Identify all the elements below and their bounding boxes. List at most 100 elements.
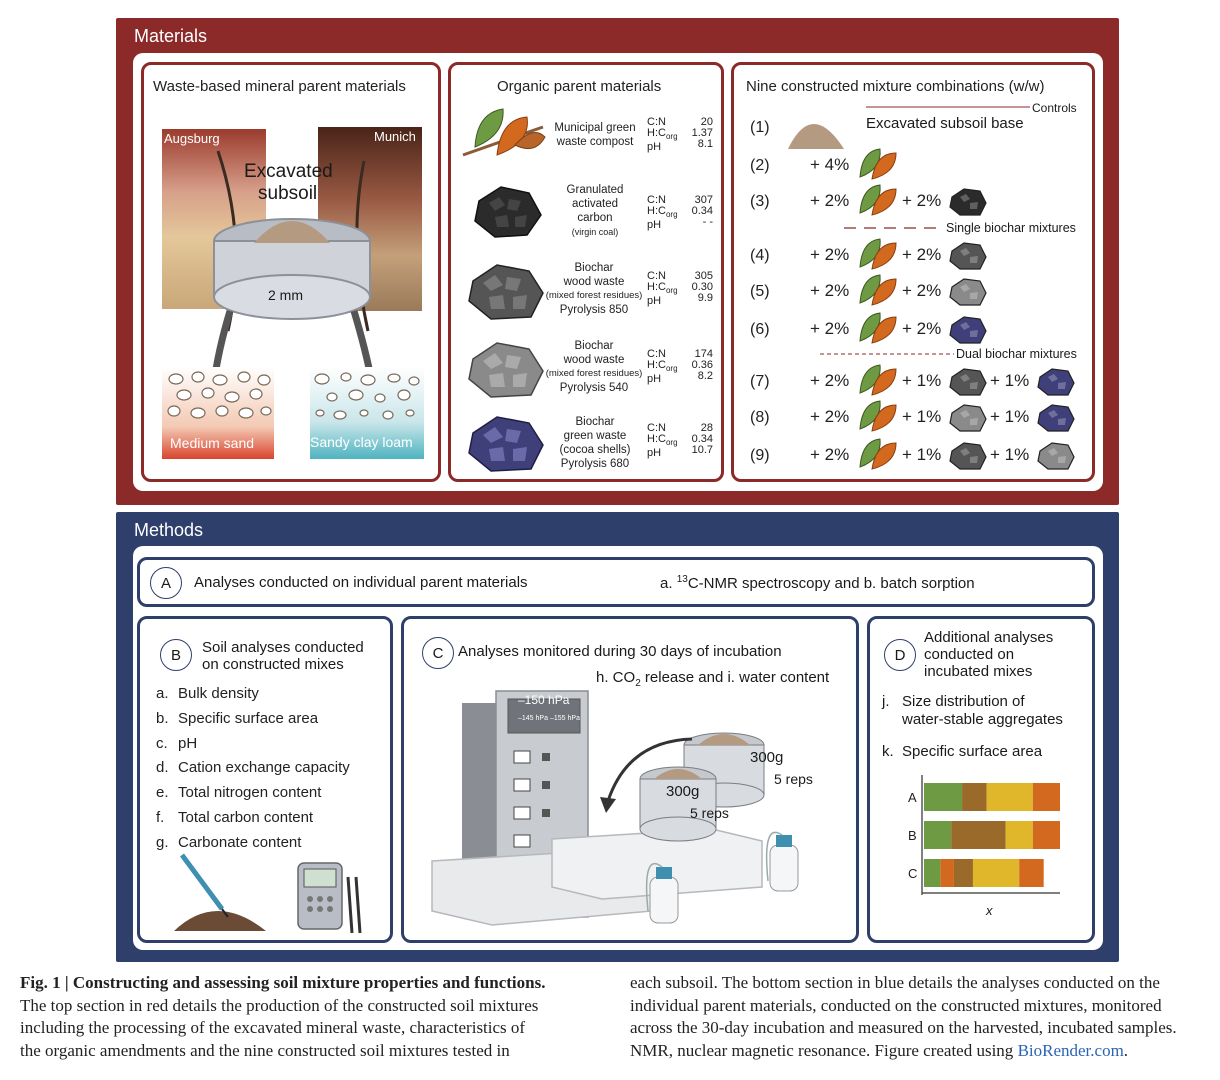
mixture-row-5-number: (5)	[750, 283, 770, 300]
dual-biochar-label: Dual biochar mixtures	[956, 347, 1077, 361]
bar-label: C	[908, 866, 917, 881]
compost-leaves-icon	[859, 238, 897, 270]
panel-a-analyses: a. 13C-NMR spectroscopy and b. batch sor…	[660, 574, 975, 592]
compost-leaves-icon	[859, 364, 897, 396]
excavated-label-line2: subsoil	[258, 183, 318, 204]
can1-mass: 300g	[750, 749, 784, 766]
panel-b-item: pH	[178, 734, 198, 752]
bar-c-segment	[972, 859, 1020, 887]
bar-c-segment	[924, 859, 941, 887]
bar-b-segment	[924, 821, 952, 849]
controls-label: Controls	[1032, 101, 1077, 115]
panel-d-letter: D	[884, 639, 916, 671]
mixture-row-3-compost-pct: + 2%	[810, 191, 850, 210]
bar-a-segment	[1032, 783, 1060, 811]
mixture-row-2-compost-pct: + 4%	[810, 155, 850, 174]
biorender-link[interactable]: BioRender.com	[1017, 1040, 1124, 1060]
panel-b-item: Specific surface area	[178, 709, 319, 727]
panel-b-item-key: e.	[156, 784, 169, 802]
bar-a-segment	[962, 783, 987, 811]
organic-title: Organic parent materials	[497, 78, 662, 95]
can1-reps: 5 reps	[774, 771, 813, 787]
mixture-row-9-compost-pct: + 2%	[810, 445, 850, 464]
mixture-row-8-number: (8)	[750, 409, 770, 426]
biochar-540-icon	[949, 404, 987, 432]
mixture-row-7-number: (7)	[750, 373, 770, 390]
biochar-680-icon	[1037, 404, 1075, 432]
mixture-row-9-number: (9)	[750, 447, 770, 464]
mixture-row-8-char2-pct: + 1%	[990, 407, 1030, 426]
mixture-row-9-char2-pct: + 1%	[990, 445, 1030, 464]
mixture-row-3-char-pct: + 2%	[902, 191, 942, 210]
panel-b-item-key: f.	[156, 809, 165, 826]
display-a: –145 hPa	[518, 715, 548, 722]
panel-c-title: Analyses monitored during 30 days of inc…	[458, 643, 782, 660]
chart-x-label: x	[986, 903, 993, 918]
site-label-augsburg: Augsburg	[164, 131, 220, 146]
panel-a: A Analyses conducted on individual paren…	[137, 557, 1095, 607]
biochar-540-icon	[1037, 442, 1075, 470]
bar-b-segment	[951, 821, 1006, 849]
sieve-size-label: 2 mm	[268, 287, 303, 303]
compost-leaves-icon	[859, 184, 897, 216]
site-label-munich: Munich	[374, 129, 416, 144]
panel-b-letter: B	[160, 639, 192, 671]
panel-d-item-j-key: j.	[882, 693, 890, 710]
panel-b-item: Total carbon content	[178, 809, 314, 826]
caption-left: Fig. 1 | Constructing and assessing soil…	[20, 973, 546, 1060]
mixture-row-6-char-pct: + 2%	[902, 319, 942, 338]
bar-c-segment	[940, 859, 954, 887]
compost-leaves-icon	[462, 108, 546, 157]
mixture-row-7-compost-pct: + 2%	[810, 371, 850, 390]
bar-a-segment	[924, 783, 963, 811]
bar-label: B	[908, 828, 917, 843]
excavated-label-line1: Excavated	[244, 161, 333, 182]
panel-b-item: Bulk density	[178, 685, 259, 702]
panel-c-subtitle: h. CO2 release and i. water content	[596, 669, 830, 689]
display-b: –155 hPa	[550, 715, 580, 722]
can2-reps: 5 reps	[690, 805, 729, 821]
caption-label: Fig. 1 | Constructing and assessing soil…	[20, 973, 546, 992]
single-biochar-label: Single biochar mixtures	[946, 221, 1076, 235]
biochar-850-icon	[949, 442, 987, 470]
mixture-graphics	[788, 106, 1030, 355]
compost-leaves-icon	[859, 438, 897, 470]
biochar-540-icon	[949, 278, 987, 306]
mixture-row-5-char-pct: + 2%	[902, 281, 942, 300]
panel-b-item-key: b.	[156, 709, 169, 727]
panel-b-item-key: g.	[156, 833, 169, 851]
panel-d-item-k-key: k.	[882, 743, 894, 760]
compost-leaves-icon	[859, 400, 897, 432]
biochar-680-icon	[949, 316, 987, 344]
bar-label: A	[908, 790, 917, 805]
bar-b-segment	[1005, 821, 1033, 849]
materials-title: Materials	[134, 26, 208, 46]
base-label: Excavated subsoil base	[866, 115, 1024, 132]
panel-c-letter: C	[422, 637, 454, 669]
biochar-680-icon	[1037, 368, 1075, 396]
activated-carbon-icon	[474, 186, 542, 238]
mixture-row-4-number: (4)	[750, 247, 770, 264]
excavation-illustration	[162, 127, 424, 459]
texture-label-medium-sand: Medium sand	[170, 435, 255, 451]
incubation-illustration	[431, 690, 799, 926]
biochar-680-icon	[468, 416, 544, 472]
caption-right: each subsoil. The bottom section in blue…	[630, 973, 1177, 1060]
mixtures-title: Nine constructed mixture combinations (w…	[746, 78, 1045, 95]
biochar-850-icon	[949, 242, 987, 270]
biochar-540-icon	[468, 342, 544, 398]
can2-mass: 300g	[666, 783, 700, 800]
methods-title: Methods	[134, 520, 204, 540]
organic-panel: Organic parent materials Municipal green…	[448, 62, 724, 482]
mineral-panel: Waste-based mineral parent materials	[141, 62, 441, 482]
